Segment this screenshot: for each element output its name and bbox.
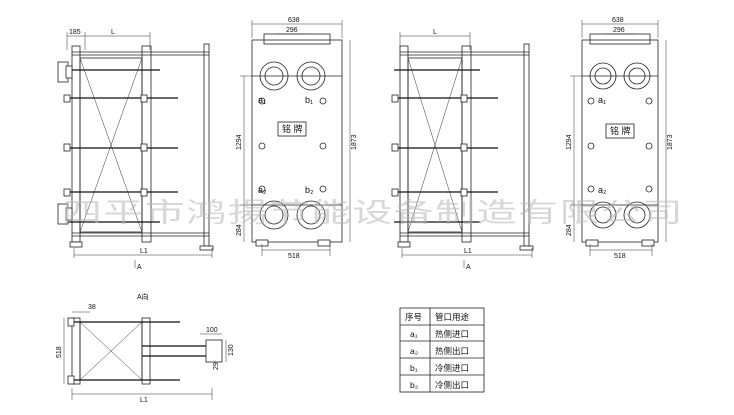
dim-1294-right: 1294 (566, 134, 573, 150)
table-row-4-id: b₂ (410, 380, 418, 390)
table-header-use: 管口用途 (435, 312, 470, 322)
dim-38: 38 (88, 304, 96, 311)
nozzle-table (399, 307, 485, 393)
dim-296-left: 296 (286, 27, 298, 34)
dim-1294-left: 1294 (236, 134, 243, 150)
dim-518-left: 518 (288, 253, 300, 260)
dim-638-right: 638 (612, 17, 624, 24)
dim-100: 100 (206, 327, 218, 334)
nameplate-right: 铭 牌 (610, 125, 631, 136)
dim-185-left: 185 (69, 29, 81, 36)
view-label-a: A向 (137, 292, 149, 301)
port-b2-left: b₂ (305, 185, 314, 195)
dim-L1-right: L1 (464, 248, 472, 255)
table-row-1-id: a₁ (410, 329, 418, 339)
side-view-left (57, 32, 214, 258)
dim-29: 29 (213, 362, 220, 370)
table-row-3-use: 冷侧进口 (435, 363, 469, 373)
dim-130: 130 (228, 344, 235, 356)
table-row-3-id: b₁ (410, 363, 418, 373)
dim-L1-top: L1 (140, 397, 148, 404)
port-b1-left: b₁ (305, 95, 313, 105)
dim-L-right: L (433, 29, 437, 36)
dim-L1-left: L1 (140, 248, 148, 255)
front-view-left (240, 20, 351, 256)
front-view-right (570, 20, 667, 256)
table-row-2-use: 热侧出口 (435, 346, 469, 356)
dim-518-top: 518 (56, 346, 63, 358)
table-row-4-use: 冷侧出口 (435, 380, 469, 390)
port-a1-right: a₁ (598, 95, 606, 105)
side-view-right (391, 32, 534, 258)
table-row-2-id: a₂ (410, 346, 418, 356)
top-view-a (63, 311, 227, 400)
dim-284-left: 284 (236, 224, 243, 236)
port-a1-left: a₁ (258, 95, 266, 105)
dim-638-left: 638 (288, 17, 300, 24)
dim-284-right: 284 (566, 224, 573, 236)
dim-1873-right: 1873 (667, 134, 674, 150)
table-row-1-use: 热侧进口 (435, 329, 469, 339)
dim-518-right: 518 (614, 253, 626, 260)
view-arrow-right: A (466, 264, 471, 271)
nameplate-left: 铭 牌 (282, 123, 303, 134)
dim-L-left: L (111, 29, 115, 36)
dim-296-right: 296 (613, 27, 625, 34)
port-a2-right: a₂ (598, 185, 607, 195)
watermark: 四平市鸿揚节能设备制造有限公司 (62, 198, 684, 228)
dim-1873-left: 1873 (351, 134, 358, 150)
table-header-id: 序号 (405, 312, 422, 322)
view-arrow-left: A (137, 264, 142, 271)
port-a2-left: a₂ (258, 185, 267, 195)
